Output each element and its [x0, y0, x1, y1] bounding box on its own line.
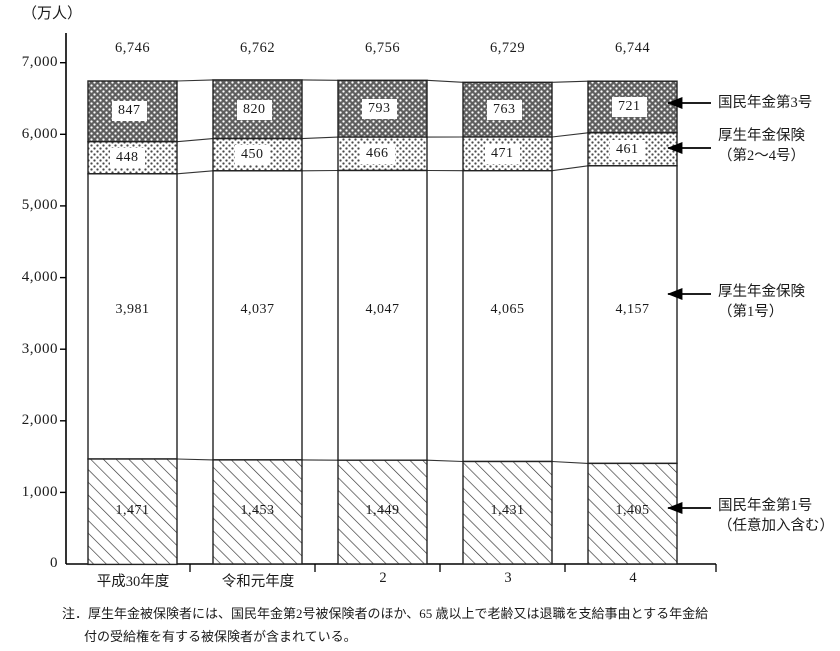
value-kokumin1-3: 1,431 [490, 503, 525, 518]
x-tick-reiwa4: 4 [629, 570, 637, 586]
y-axis-unit-label: （万人） [22, 6, 83, 22]
value-kokumin1-2: 1,449 [365, 503, 400, 518]
footnote-line-2: 付の受給権を有する被保険者が含まれている。 [84, 629, 357, 644]
y-tick-2000: 2,000 [21, 412, 58, 428]
legend-text-kosei1-line2: （第1号） [718, 304, 784, 320]
x-tick-heisei30: 平成30年度 [96, 574, 170, 590]
y-tick-3000: 3,000 [21, 341, 58, 357]
value-kosei24-3: 471 [485, 144, 520, 164]
footnote-line-1: 注．厚生年金被保険者には、国民年金第2号被保険者のほか、65 歳以上で老齢又は退… [62, 606, 709, 621]
y-tick-7000: 7,000 [21, 54, 58, 70]
y-tick-4000: 4,000 [21, 269, 58, 285]
value-kokumin3-1: 820 [237, 100, 272, 120]
legend-text-kosei24-line2: （第2～4号） [718, 148, 805, 164]
legend-label-kosei-nenkin-2-4: 厚生年金保険 （第2～4号） [718, 126, 805, 166]
y-tick-6000: 6,000 [21, 126, 58, 142]
value-kokumin3-4: 721 [612, 97, 647, 117]
legend-text-kokumin1-line1: 国民年金第1号 [718, 498, 813, 514]
legend-text-kosei24-line1: 厚生年金保険 [718, 128, 805, 144]
total-label-3: 6,729 [489, 40, 526, 56]
value-kosei1-3: 4,065 [490, 302, 525, 317]
legend-label-kokumin-nenkin-1: 国民年金第1号 （任意加入含む） [718, 496, 834, 536]
legend-label-kokumin-nenkin-3: 国民年金第3号 [718, 93, 812, 113]
legend-label-kosei-nenkin-1: 厚生年金保険 （第1号） [718, 282, 805, 322]
value-kokumin3-2: 793 [362, 99, 397, 119]
value-kosei24-1: 450 [235, 145, 270, 165]
value-kokumin3-3: 763 [487, 100, 522, 120]
value-kosei1-0: 3,981 [115, 302, 150, 317]
value-kosei24-4: 461 [610, 140, 645, 160]
y-tick-0: 0 [50, 555, 58, 571]
value-kosei1-1: 4,037 [240, 302, 275, 317]
total-label-4: 6,744 [614, 40, 651, 56]
value-kosei1-4: 4,157 [615, 302, 650, 317]
x-tick-reiwa1: 令和元年度 [221, 574, 295, 590]
value-kokumin1-0: 1,471 [115, 503, 150, 518]
value-kosei24-0: 448 [110, 148, 145, 168]
legend-text-kokumin3: 国民年金第3号 [718, 95, 813, 111]
y-tick-1000: 1,000 [21, 484, 58, 500]
legend-text-kosei1-line1: 厚生年金保険 [718, 284, 805, 300]
value-kokumin1-1: 1,453 [240, 503, 275, 518]
value-kosei1-2: 4,047 [365, 302, 400, 317]
value-kokumin1-4: 1,405 [615, 503, 650, 518]
y-tick-5000: 5,000 [21, 197, 58, 213]
legend-text-kokumin1-line2: （任意加入含む） [718, 518, 834, 534]
value-kosei24-2: 466 [360, 144, 395, 164]
total-label-1: 6,762 [239, 40, 276, 56]
total-label-2: 6,756 [364, 40, 401, 56]
x-tick-reiwa2: 2 [379, 570, 387, 586]
x-tick-reiwa3: 3 [504, 570, 512, 586]
value-kokumin3-0: 847 [112, 101, 147, 121]
total-label-0: 6,746 [114, 40, 151, 56]
chart-footnote: 注．厚生年金被保険者には、国民年金第2号被保険者のほか、65 歳以上で老齢又は退… [62, 602, 832, 648]
